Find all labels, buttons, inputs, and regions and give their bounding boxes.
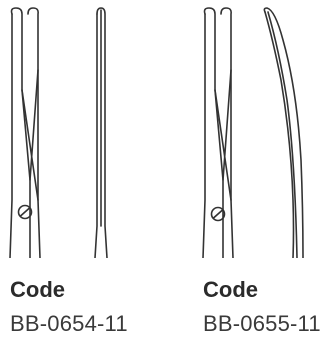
pivot-screw: [210, 206, 226, 222]
code-label: Code: [203, 277, 258, 302]
front-right-shank: [230, 69, 234, 258]
straight-scissors-icon: [0, 0, 150, 258]
front-left-shank: [9, 13, 13, 258]
pivot-screw: [17, 204, 33, 220]
side-view-outer: [263, 7, 304, 258]
side-view-inner: [264, 11, 295, 258]
pivot-slot: [19, 207, 31, 217]
front-left-shank: [202, 13, 206, 258]
product-card-bb-0655-11[interactable]: Code BB-0655-11: [193, 0, 322, 342]
front-left-blade: [10, 7, 31, 258]
front-cross-line: [214, 89, 232, 201]
front-left-blade: [203, 7, 224, 258]
curved-scissors-drawing: [202, 7, 304, 258]
product-code: BB-0655-11: [203, 311, 321, 336]
straight-scissors-drawing: [9, 7, 108, 258]
side-view-center: [267, 11, 298, 258]
curved-scissors-icon: [193, 0, 322, 258]
front-right-blade: [27, 7, 39, 181]
code-label: Code: [10, 277, 65, 302]
front-right-shank: [37, 69, 41, 258]
side-view-outer: [96, 7, 108, 258]
pivot-slot: [212, 209, 224, 219]
side-view-inner: [94, 13, 98, 258]
product-card-bb-0654-11[interactable]: Code BB-0654-11: [0, 0, 150, 342]
product-code: BB-0654-11: [10, 311, 128, 336]
front-cross-line: [21, 89, 39, 201]
front-right-blade: [220, 7, 232, 181]
